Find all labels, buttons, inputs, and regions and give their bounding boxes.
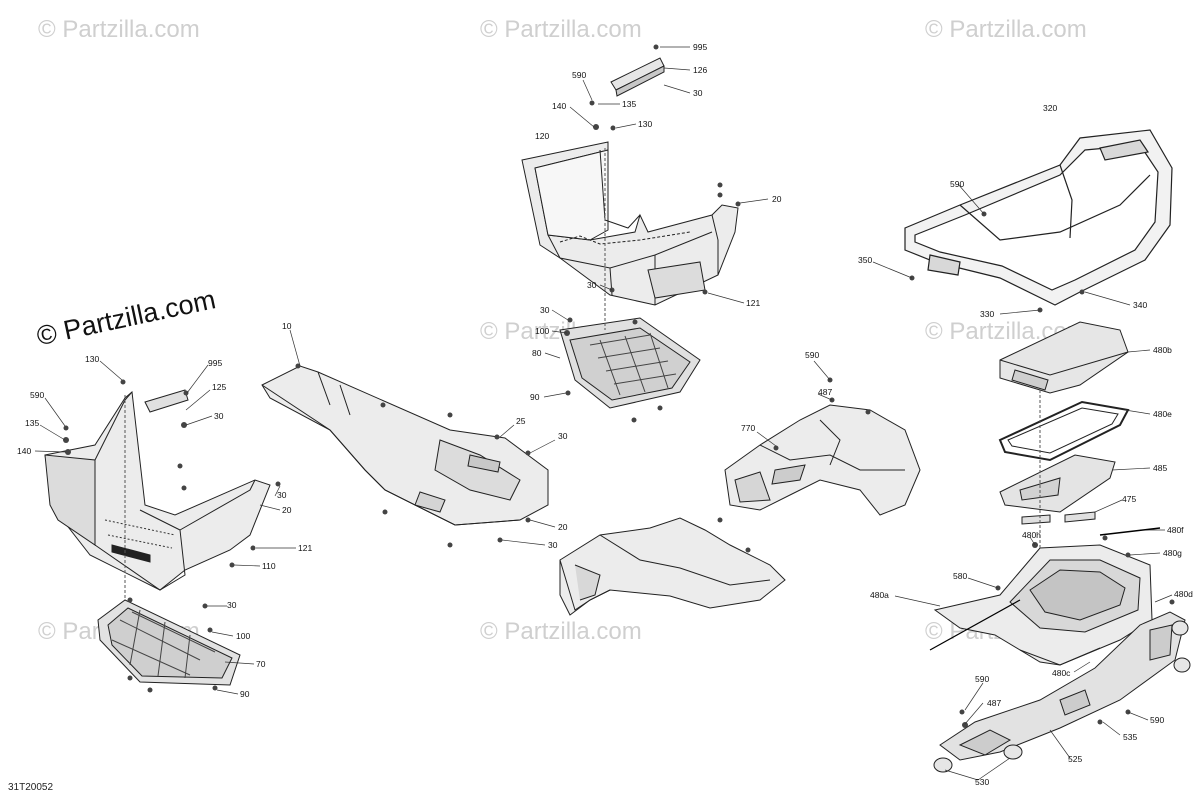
callout-label: 770 (741, 423, 755, 433)
callout-label: 480f (1167, 525, 1184, 535)
callout-label: 480e (1153, 409, 1172, 419)
callout-label: 90 (240, 689, 250, 699)
part-480b-lid (999, 321, 1129, 394)
callout-label: 126 (693, 65, 707, 75)
callout-label: 30 (277, 490, 287, 500)
callout-label: 590 (950, 179, 964, 189)
callout-label: 135 (622, 99, 636, 109)
callout-label: 30 (540, 305, 550, 315)
callout-label: 580 (953, 571, 967, 581)
part-530-reflectors (933, 620, 1191, 773)
callout-label: 485 (1153, 463, 1167, 473)
callout-label: 80 (532, 348, 542, 358)
part-120-rear-cover (521, 141, 739, 306)
callout-label: 590 (572, 70, 586, 80)
callout-label: 340 (1133, 300, 1147, 310)
part-rear-fender (559, 517, 786, 616)
part-480a-rear-storage (933, 544, 1153, 666)
callout-label: 20 (772, 194, 782, 204)
part-770-front-fender (724, 404, 921, 516)
callout-label: 320 (1043, 103, 1057, 113)
callout-label: 30 (587, 280, 597, 290)
callout-label: 140 (17, 446, 31, 456)
callout-label: 140 (552, 101, 566, 111)
part-70-footrest (97, 599, 241, 686)
callout-labels: 995 126 30 590 135 140 130 120 20 30 121… (17, 42, 1193, 787)
callout-label: 995 (208, 358, 222, 368)
callout-label: 590 (30, 390, 44, 400)
callout-label: 135 (25, 418, 39, 428)
part-320-rear-rack (904, 129, 1173, 306)
callout-label: 330 (980, 309, 994, 319)
callout-label: 530 (975, 777, 989, 787)
callout-label: 121 (746, 298, 760, 308)
callout-label: 30 (548, 540, 558, 550)
callout-label: 90 (530, 392, 540, 402)
watermark: © Partzilla.com (925, 16, 1087, 43)
callout-label: 480a (870, 590, 889, 600)
fasteners (63, 44, 1175, 728)
callout-label: 590 (805, 350, 819, 360)
part-485-tray (999, 454, 1116, 513)
callout-label: 590 (975, 674, 989, 684)
watermark: © Partzilla.com (38, 16, 200, 43)
callout-label: 100 (535, 326, 549, 336)
callout-label: 10 (282, 321, 292, 331)
part-10-floor-panel (261, 365, 549, 526)
callout-label: 70 (256, 659, 266, 669)
callout-label: 20 (558, 522, 568, 532)
callout-label: 25 (516, 416, 526, 426)
callout-label: 125 (212, 382, 226, 392)
callout-label: 535 (1123, 732, 1137, 742)
callout-label: 100 (236, 631, 250, 641)
part-110-front-fender (44, 389, 271, 591)
callout-label: 487 (987, 698, 1001, 708)
callout-label: 480b (1153, 345, 1172, 355)
callout-label: 590 (1150, 715, 1164, 725)
callout-label: 110 (262, 561, 276, 571)
callout-label: 480h (1022, 530, 1041, 540)
callout-label: 487 (818, 387, 832, 397)
callout-label: 525 (1068, 754, 1082, 764)
leader-lines (34, 46, 1173, 781)
callout-label: 20 (282, 505, 292, 515)
part-480e-seal (998, 400, 1130, 462)
callout-label: 475 (1122, 494, 1136, 504)
part-480f-wire (1099, 527, 1161, 536)
callout-label: 30 (558, 431, 568, 441)
callout-label: 30 (227, 600, 237, 610)
callout-label: 30 (214, 411, 224, 421)
document-id: 31T20052 (8, 782, 54, 793)
part-126-bracket (610, 57, 665, 97)
callout-label: 480g (1163, 548, 1182, 558)
callout-label: 130 (638, 119, 652, 129)
callout-label: 120 (535, 131, 549, 141)
watermark: © Partzilla.com (480, 16, 642, 43)
callout-label: 350 (858, 255, 872, 265)
callout-label: 995 (693, 42, 707, 52)
part-475-pads (1021, 511, 1096, 525)
part-525-bumper (939, 611, 1186, 761)
callout-label: 121 (298, 543, 312, 553)
callout-label: 30 (693, 88, 703, 98)
callout-label: 480d (1174, 589, 1193, 599)
watermark: © Partzilla.com (480, 618, 642, 645)
part-80-footrest (559, 317, 701, 409)
assembly-lines (124, 148, 1041, 600)
part-wire (929, 599, 1021, 651)
callout-label: 130 (85, 354, 99, 364)
callout-label: 480c (1052, 668, 1071, 678)
